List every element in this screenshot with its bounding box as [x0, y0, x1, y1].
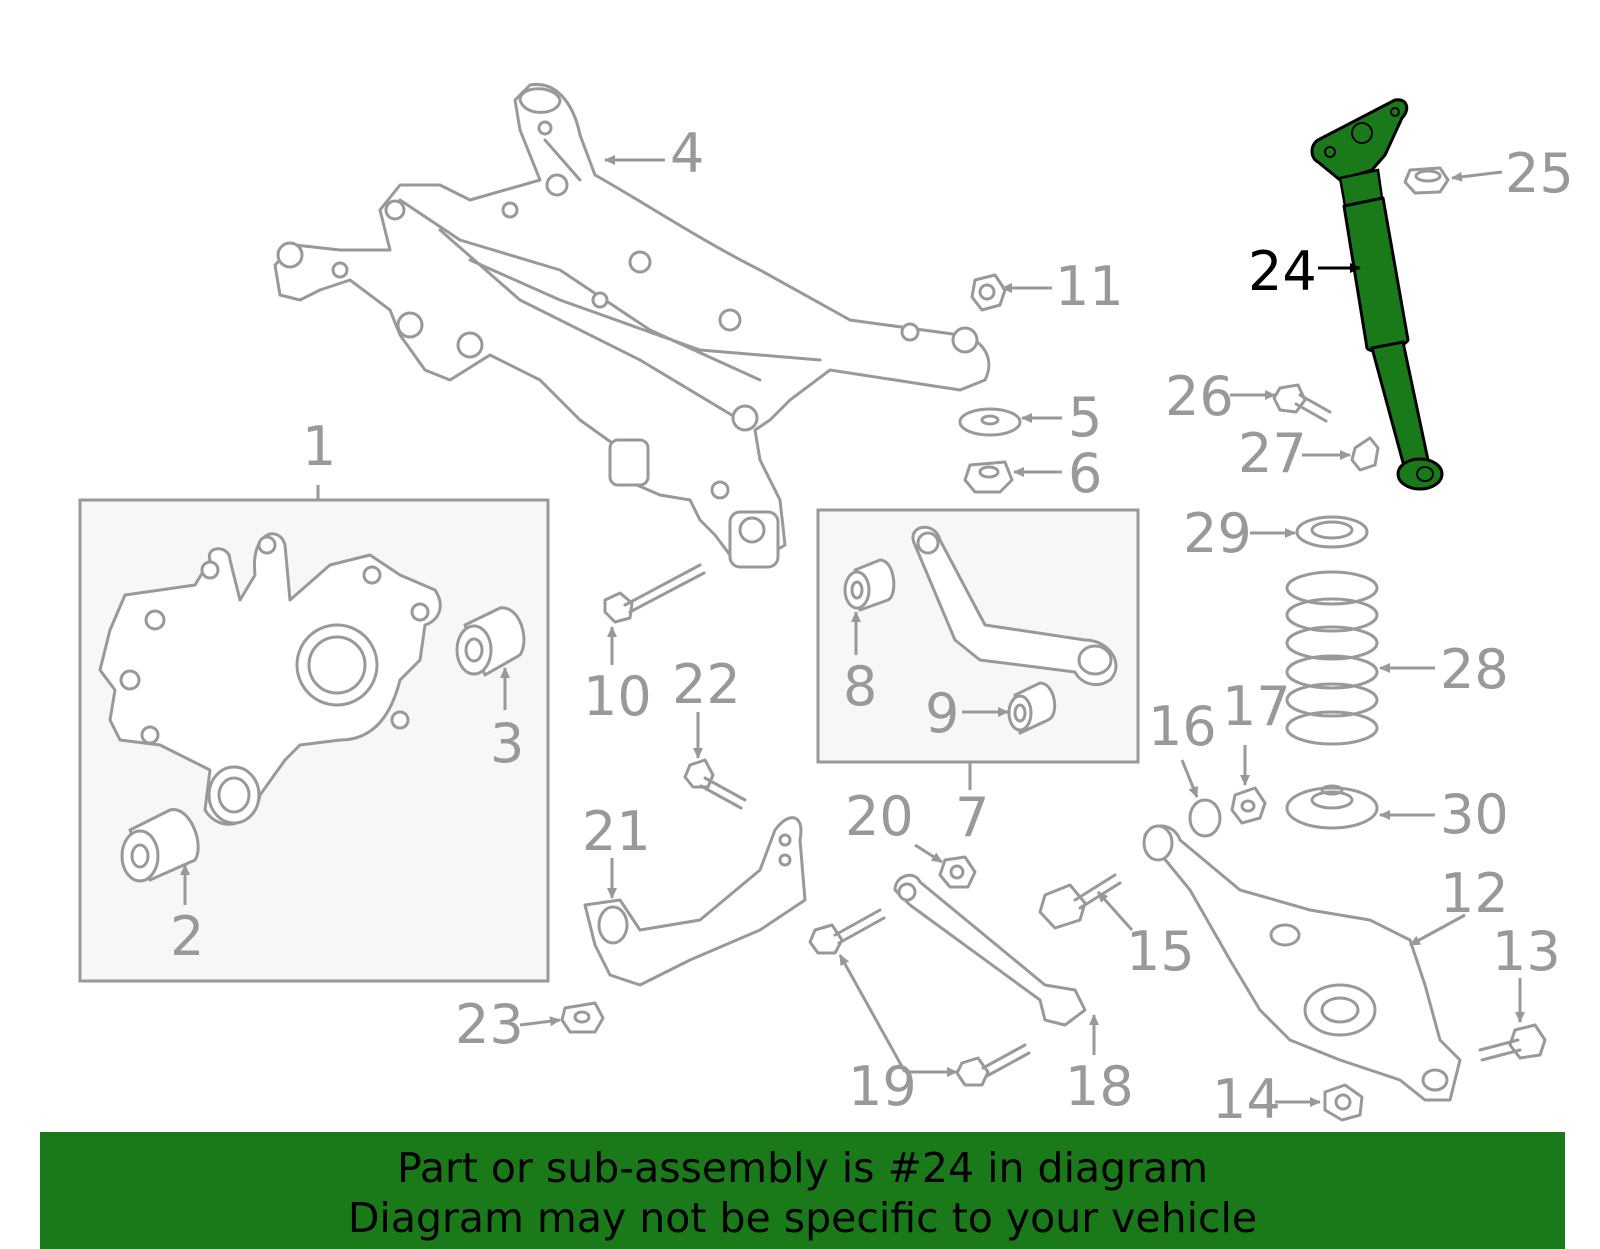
- info-banner: Part or sub-assembly is #24 in diagram D…: [40, 1132, 1565, 1249]
- part-27-clip: [1350, 436, 1380, 472]
- callout-30[interactable]: 30: [1440, 783, 1509, 846]
- part-30-spring-seat: [1285, 784, 1379, 830]
- callout-23[interactable]: 23: [455, 993, 524, 1056]
- part-2-bushing: [120, 808, 200, 883]
- part-4-subframe: [273, 83, 991, 569]
- part-8-bushing: [843, 558, 896, 612]
- callout-2[interactable]: 2: [170, 905, 204, 968]
- callout-6[interactable]: 6: [1068, 442, 1102, 505]
- part-7-arm-box: [816, 508, 1140, 790]
- callout-5[interactable]: 5: [1068, 386, 1102, 449]
- part-17-nut: [1230, 786, 1267, 825]
- part-22-bolt: [683, 758, 747, 810]
- callout-1[interactable]: 1: [302, 415, 336, 478]
- banner-line-2: Diagram may not be specific to your vehi…: [347, 1194, 1258, 1242]
- part-25-nut: [1403, 166, 1450, 195]
- callout-18[interactable]: 18: [1065, 1055, 1134, 1118]
- callout-11[interactable]: 11: [1055, 255, 1124, 318]
- part-23-nut: [560, 1001, 605, 1034]
- callout-16[interactable]: 16: [1148, 695, 1217, 758]
- part-18-link: [893, 873, 1087, 1027]
- part-29-spring-seat: [1295, 515, 1369, 549]
- callout-19[interactable]: 19: [848, 1055, 917, 1118]
- callout-21[interactable]: 21: [582, 800, 651, 863]
- part-19-bolts: [808, 908, 1031, 1087]
- part-3-bushing: [455, 606, 526, 677]
- part-26-bolt: [1272, 383, 1332, 423]
- part-9-bushing: [1007, 681, 1057, 735]
- callout-15[interactable]: 15: [1126, 920, 1195, 983]
- part-5-washer: [958, 407, 1022, 437]
- part-10-bolt: [603, 563, 706, 624]
- callout-8[interactable]: 8: [843, 655, 877, 718]
- part-20-nut: [938, 855, 977, 889]
- callout-28[interactable]: 28: [1440, 638, 1509, 701]
- callout-labels: 1 2 3 4 5 6 7 8 9 10 11 12 13 14 15 16 1…: [170, 122, 1574, 1131]
- callout-3[interactable]: 3: [490, 712, 524, 775]
- callout-17[interactable]: 17: [1222, 675, 1291, 738]
- callout-10[interactable]: 10: [583, 665, 652, 728]
- part-14-nut: [1323, 1083, 1364, 1122]
- callout-7[interactable]: 7: [955, 786, 989, 849]
- part-28-coil-spring: [1285, 570, 1379, 746]
- callout-25[interactable]: 25: [1505, 142, 1574, 205]
- part-13-bolt: [1478, 1023, 1547, 1062]
- banner-line-1: Part or sub-assembly is #24 in diagram: [396, 1144, 1209, 1192]
- part-15-bolt: [1038, 873, 1122, 930]
- callout-22[interactable]: 22: [672, 653, 741, 716]
- callout-9[interactable]: 9: [925, 682, 959, 745]
- part-12-lower-arm: [1142, 824, 1462, 1102]
- part-6-nut: [963, 460, 1014, 494]
- part-11-nut: [970, 273, 1007, 312]
- callout-20[interactable]: 20: [845, 785, 914, 848]
- callout-14[interactable]: 14: [1212, 1068, 1281, 1131]
- callout-29[interactable]: 29: [1183, 502, 1252, 565]
- callout-arrows: [180, 155, 1525, 1107]
- part-16-ring: [1188, 798, 1222, 838]
- callout-4[interactable]: 4: [670, 122, 704, 185]
- callout-27[interactable]: 27: [1238, 422, 1307, 485]
- callout-26[interactable]: 26: [1165, 365, 1234, 428]
- callout-12[interactable]: 12: [1440, 862, 1509, 925]
- callout-24[interactable]: 24: [1248, 240, 1317, 303]
- part-1-knuckle-box: [78, 485, 550, 983]
- part-21-arm: [583, 816, 807, 987]
- part-24-shock-absorber[interactable]: [1310, 98, 1444, 491]
- callout-13[interactable]: 13: [1492, 920, 1561, 983]
